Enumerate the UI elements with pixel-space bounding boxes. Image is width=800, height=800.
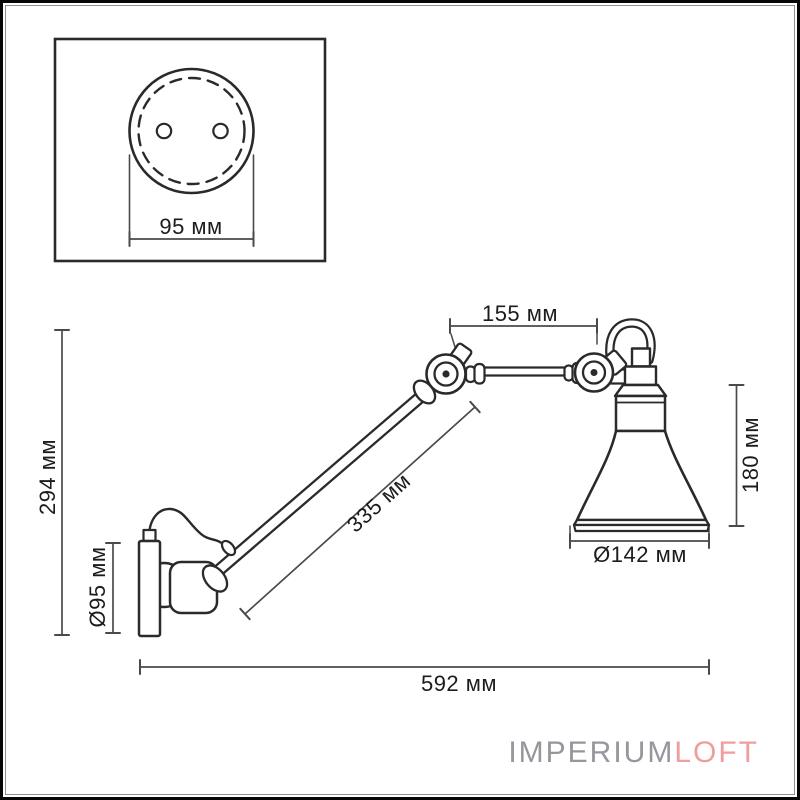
dim-main-arm xyxy=(239,400,481,621)
detail-dimension-95 xyxy=(128,154,255,247)
label-overall-height: 294 мм xyxy=(35,438,60,516)
detail-box xyxy=(53,37,327,263)
elbow-ferrule-b xyxy=(473,362,486,385)
dim-shade-height xyxy=(728,384,745,527)
shade-neck xyxy=(614,394,667,433)
wall-lamp-dimension-drawing xyxy=(53,37,745,675)
socket-flare xyxy=(613,383,668,398)
wall-cable xyxy=(147,507,226,547)
dim-overall-height xyxy=(54,329,70,636)
dimension-lines xyxy=(54,318,745,675)
plate-outline xyxy=(128,67,255,195)
shade-bell xyxy=(575,429,708,522)
arm-base-cap xyxy=(201,564,229,593)
brand-watermark: IMPERIUMLOFT xyxy=(508,736,759,770)
head-pin xyxy=(590,369,598,376)
plate-dashed-circle xyxy=(137,76,246,186)
brand-text-accent: LOFT xyxy=(674,736,759,769)
mounting-plate-detail xyxy=(53,37,327,263)
socket-body xyxy=(623,365,658,387)
label-overall-width: 592 мм xyxy=(420,671,498,696)
head-cable-hook-inner xyxy=(607,320,654,366)
wall-plate xyxy=(137,539,162,638)
screw-hole-right xyxy=(212,122,229,140)
label-mount-diameter: Ø95 мм xyxy=(85,546,110,628)
label-plate-width: 95 мм xyxy=(159,214,223,239)
socket-nub xyxy=(630,347,652,368)
dim-overall-width xyxy=(139,659,710,675)
elbow-pin xyxy=(442,370,450,378)
cable-fitting xyxy=(220,539,237,557)
wall-plate-tab xyxy=(142,528,157,543)
dim-upper-arm xyxy=(449,318,598,348)
dim-shade-diameter xyxy=(569,525,710,549)
upper-arm-rod xyxy=(482,366,567,377)
label-upper-arm-length: 155 мм xyxy=(481,301,559,326)
dim-mount-diameter xyxy=(105,542,121,634)
wall-lamp-figure xyxy=(137,318,711,638)
brand-text-primary: IMPERIUM xyxy=(508,736,675,769)
label-shade-height: 180 мм xyxy=(738,416,763,494)
screw-hole-left xyxy=(155,122,173,140)
shade-rim-lip xyxy=(572,523,711,533)
label-shade-diameter: Ø142 мм xyxy=(593,542,687,567)
